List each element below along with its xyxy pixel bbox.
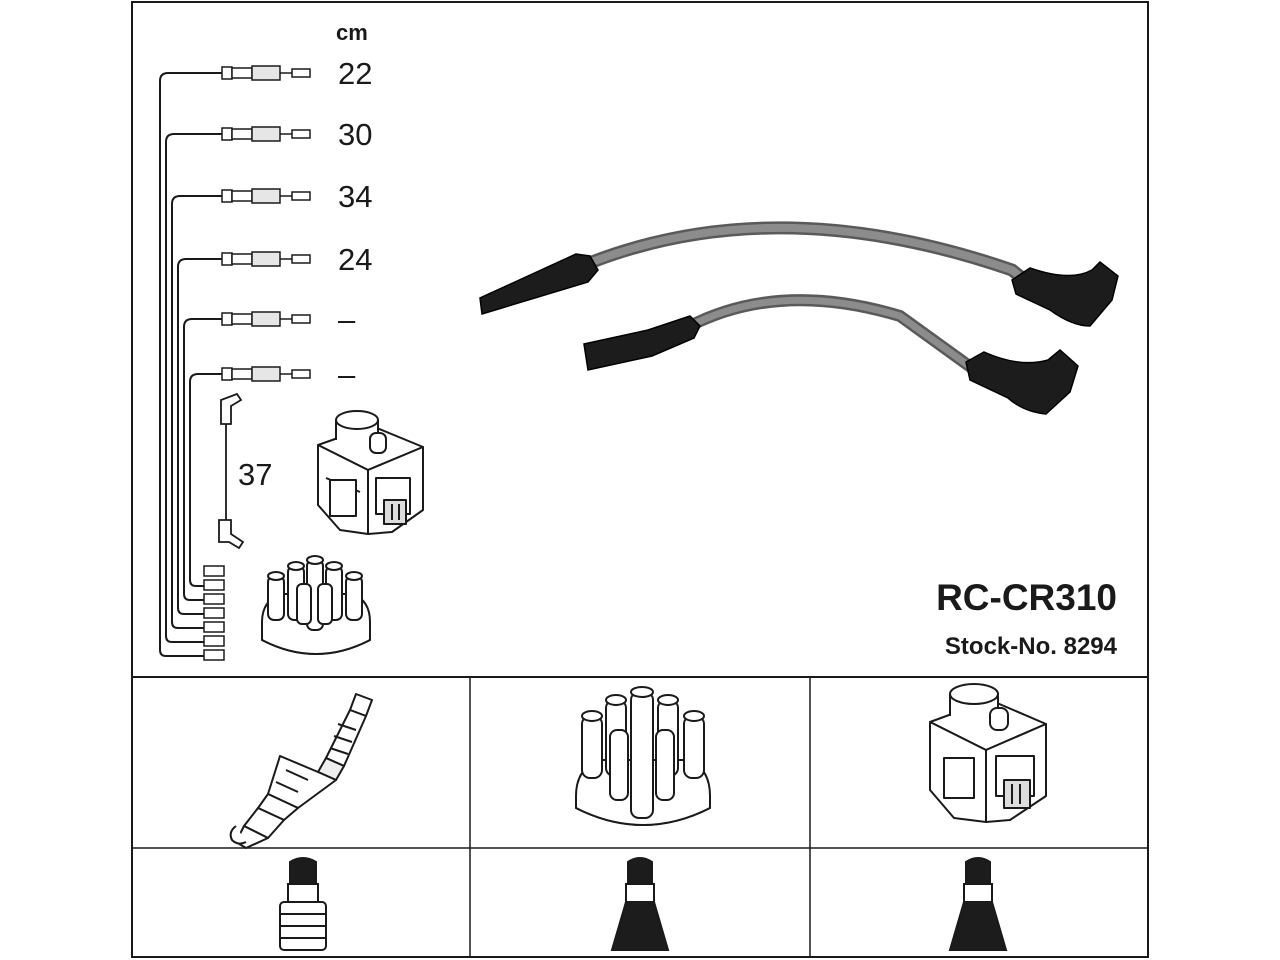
- lead-length-3: 34: [338, 179, 372, 214]
- lead-connector-3: [221, 188, 311, 204]
- distributor-cap-icon-small: [261, 555, 371, 655]
- distributor-terminals: [203, 565, 225, 661]
- coil-icon: [929, 683, 1047, 823]
- lead-connector-1: [221, 65, 311, 81]
- spark-plug-icon: [229, 693, 373, 849]
- lead-length-1: 22: [338, 56, 372, 91]
- ignition-cable-short: [583, 294, 1079, 415]
- stock-number: Stock-No. 8294: [945, 633, 1118, 660]
- coil-lead: [218, 392, 245, 550]
- lead-schematic: [159, 72, 222, 657]
- lead-length-5: –: [338, 302, 356, 337]
- plug-boot-icon: [279, 857, 327, 951]
- lead-connector-4: [221, 251, 311, 267]
- lead-connector-6: [221, 366, 311, 382]
- coil-lead-length: 37: [238, 457, 272, 492]
- distributor-boot-icon: [610, 857, 670, 951]
- distributor-cap-icon: [575, 686, 711, 826]
- coil-boot-icon: [948, 857, 1008, 951]
- coil-icon-small: [317, 410, 424, 535]
- lead-length-6: –: [338, 357, 356, 392]
- lead-connectors: [221, 65, 311, 382]
- lead-connector-5: [221, 311, 311, 327]
- product-code: RC-CR310: [936, 577, 1117, 618]
- unit-label: cm: [336, 20, 368, 45]
- frame-grid: [131, 1, 1149, 958]
- lead-length-4: 24: [338, 242, 372, 277]
- lead-length-labels: 22 30 34 24 – –: [338, 56, 372, 392]
- lead-length-2: 30: [338, 117, 372, 152]
- ignition-cable-long: [479, 221, 1119, 327]
- lead-connector-2: [221, 126, 311, 142]
